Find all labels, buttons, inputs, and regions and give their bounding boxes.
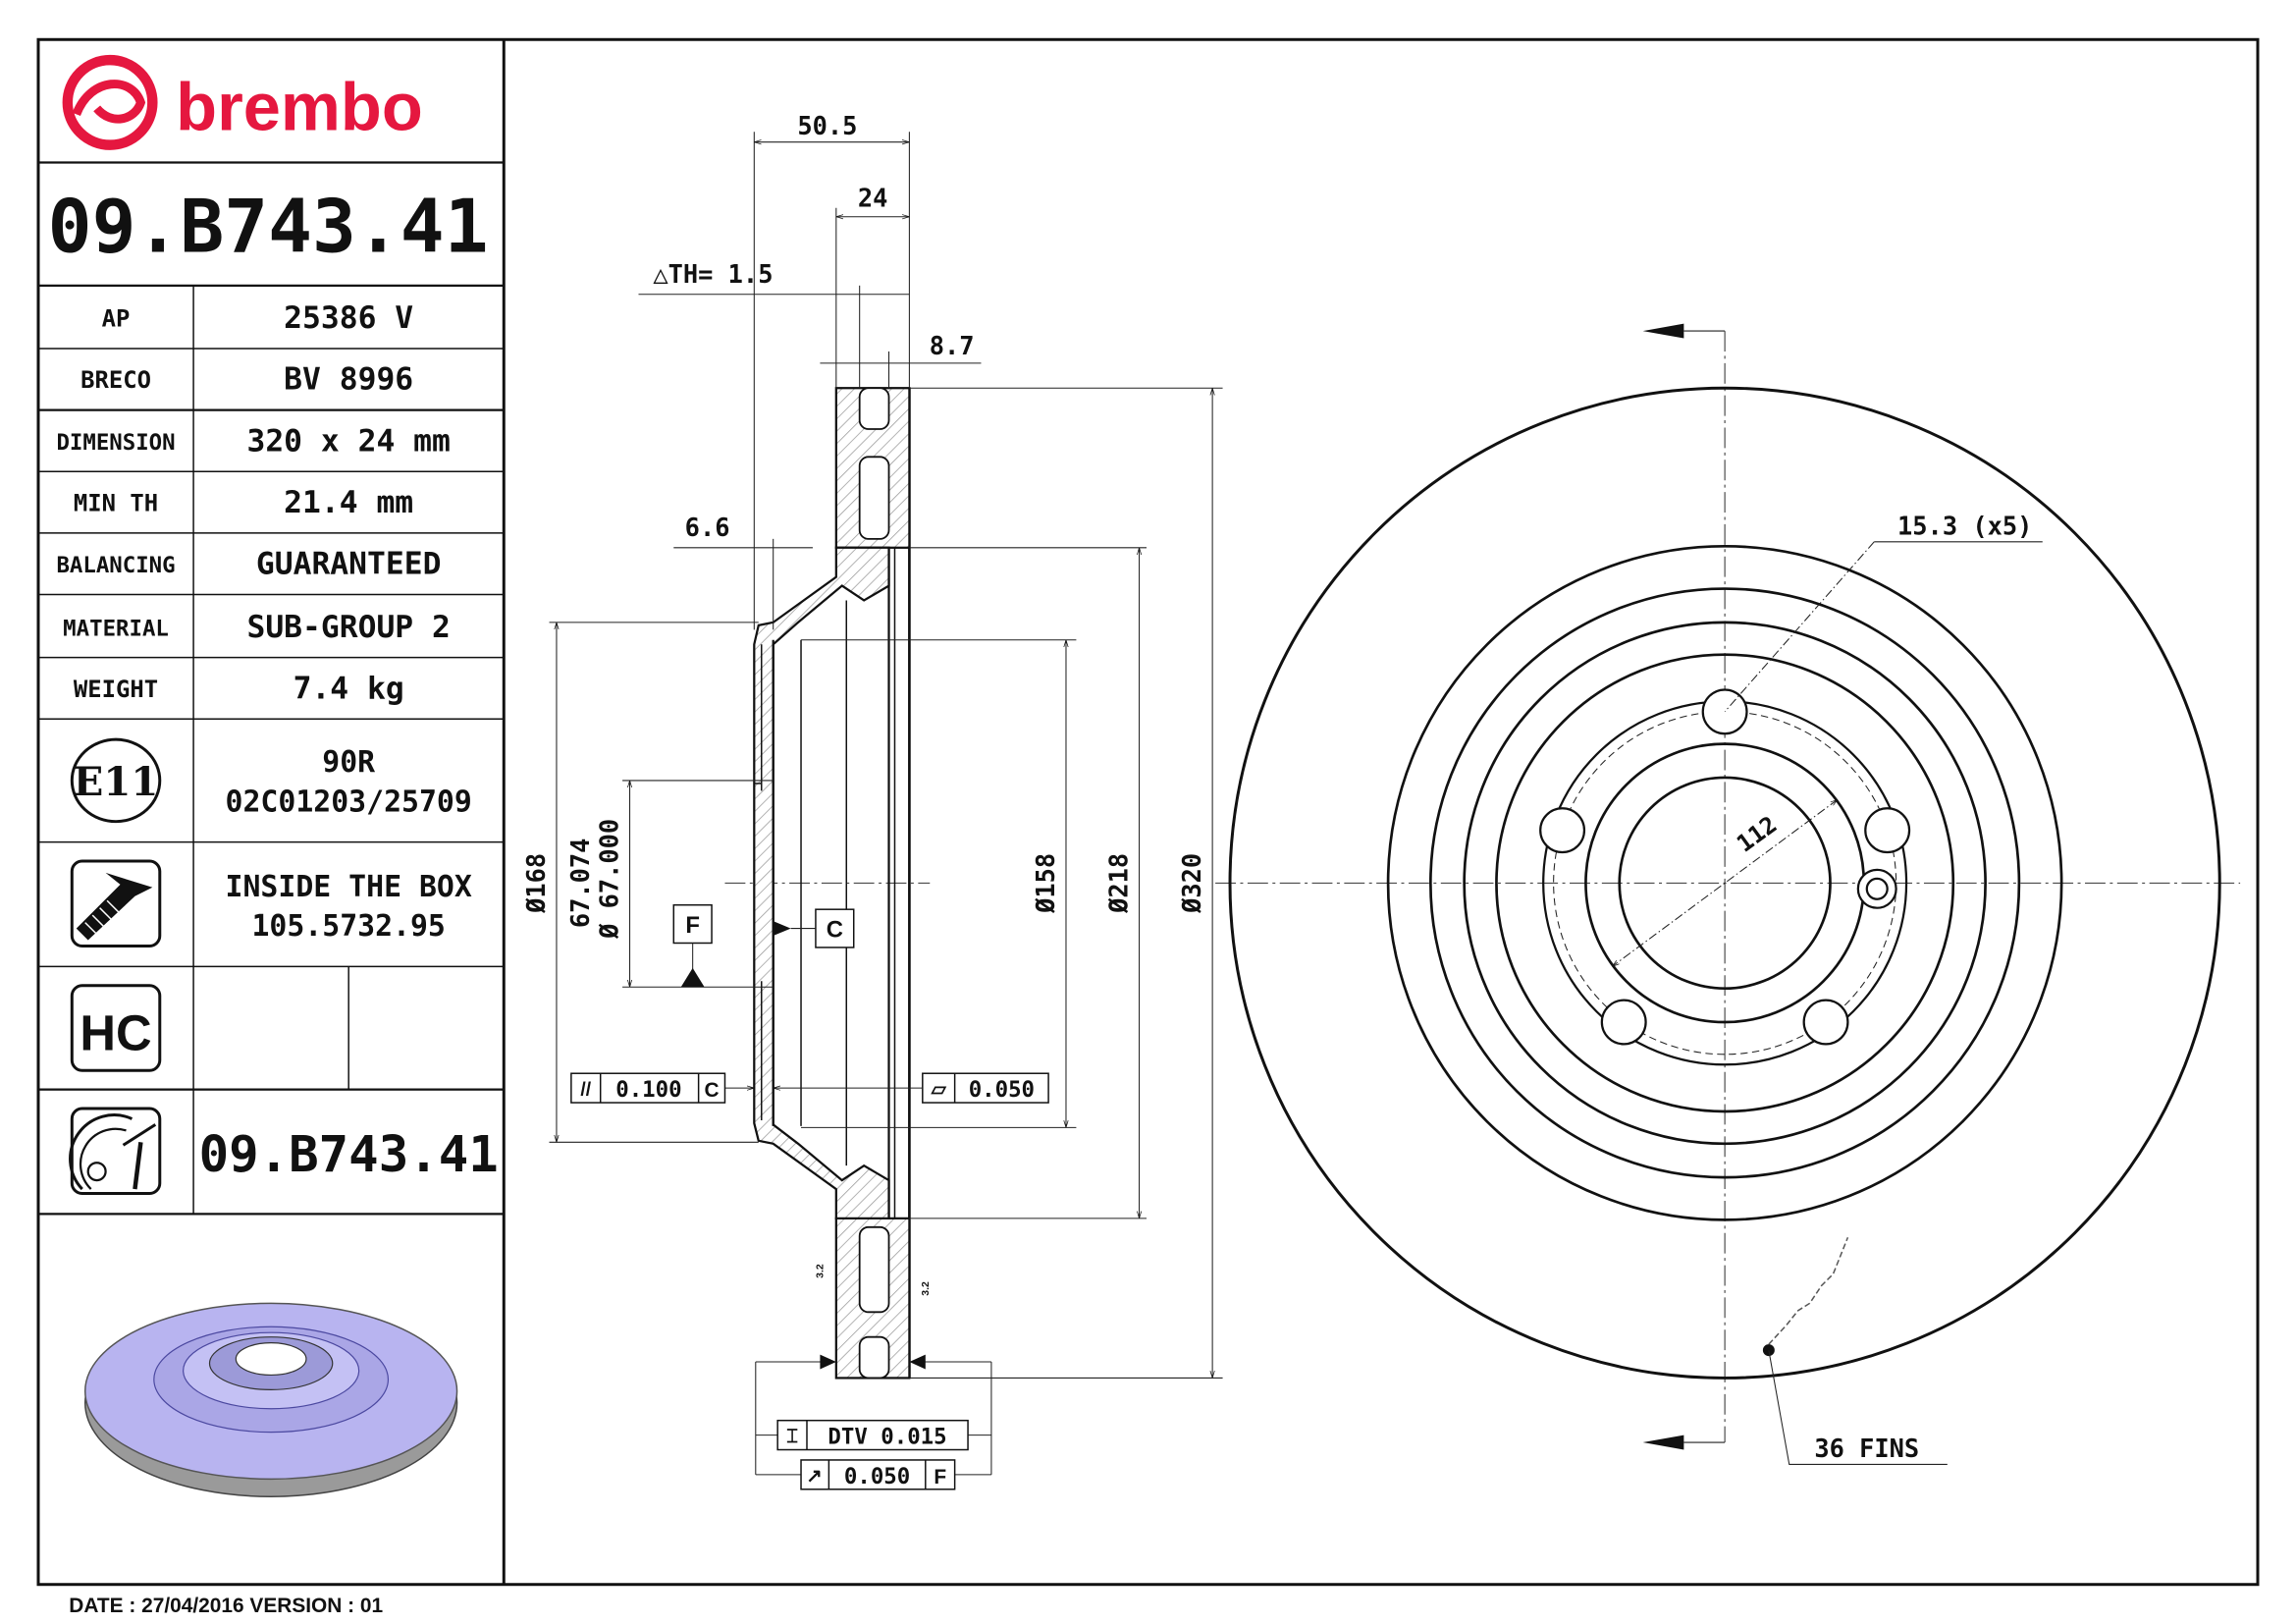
dia-158: Ø158 — [1031, 853, 1060, 914]
face-view: 15.3 (x5) 112 36 FINS — [1215, 323, 2241, 1465]
datum-c-box — [815, 908, 855, 948]
spec-label-material: MATERIAL — [63, 616, 169, 641]
roughness-right: 3.2 — [921, 1281, 932, 1296]
svg-text://: // — [580, 1079, 591, 1101]
approval-line2: 02C01203/25709 — [226, 785, 472, 819]
section-arrow-top — [1642, 323, 1684, 339]
svg-text:C: C — [705, 1079, 720, 1102]
roughness-left: 3.2 — [815, 1264, 826, 1278]
svg-text:0.050: 0.050 — [969, 1077, 1035, 1103]
inside-box-label: INSIDE THE BOX — [226, 870, 472, 904]
drawing-frame — [36, 37, 2260, 1587]
dim-50-5: 50.5 — [797, 111, 857, 140]
runout-frame: ↗ 0.050 F — [755, 1459, 991, 1490]
fins-label: 36 FINS — [1814, 1434, 1919, 1463]
e11-badge-text: E11 — [74, 759, 159, 805]
svg-text:F: F — [934, 1466, 946, 1489]
cross-section-view — [724, 387, 931, 1380]
bottom-part-number: 09.B743.41 — [199, 1125, 499, 1183]
svg-text:DTV 0.015: DTV 0.015 — [828, 1425, 946, 1450]
parallelism-frame: // 0.100 C — [570, 1072, 755, 1104]
svg-text:0.100: 0.100 — [615, 1077, 681, 1103]
dtv-frame: ⌶ DTV 0.015 — [755, 1419, 991, 1451]
svg-text:▱: ▱ — [931, 1079, 947, 1101]
spec-value-dimension: 320 x 24 mm — [246, 423, 450, 459]
spec-value-balancing: GUARANTEED — [256, 547, 442, 582]
spec-value-ap: 25386 V — [284, 300, 413, 336]
spec-label-ap: AP — [102, 305, 131, 333]
dia-168: Ø168 — [521, 853, 551, 914]
datum-f: F — [685, 912, 700, 939]
spec-label-dimension: DIMENSION — [56, 430, 175, 456]
spec-label-min-th: MIN TH — [74, 490, 158, 517]
footer-date-version: DATE : 27/04/2016 VERSION : 01 — [69, 1595, 383, 1617]
e11-approval-icon: E11 — [70, 737, 162, 824]
dia-67-074: 67.074 — [565, 839, 595, 929]
hc-badge-text: HC — [80, 1004, 151, 1060]
part-number: 09.B743.41 — [48, 185, 489, 270]
datum-c: C — [827, 917, 843, 944]
section-arrow-bottom — [1642, 1435, 1684, 1450]
dia-67-000: Ø 67.000 — [595, 819, 624, 940]
dim-24: 24 — [858, 183, 888, 212]
dim-6-6: 6.6 — [685, 513, 730, 542]
disc-3d-render — [83, 1302, 458, 1497]
brand-logo-text: brembo — [176, 70, 423, 145]
hc-coating-icon: HC — [70, 984, 162, 1072]
dia-218: Ø218 — [1104, 853, 1134, 914]
spec-label-weight: WEIGHT — [74, 676, 158, 703]
dia-320: Ø320 — [1177, 853, 1206, 914]
bolt-holes — [1539, 688, 1911, 1046]
spec-value-material: SUB-GROUP 2 — [246, 610, 450, 645]
pcd-label: 112 — [1732, 811, 1782, 858]
svg-text:⌶: ⌶ — [786, 1426, 798, 1447]
spec-value-breco: BV 8996 — [284, 362, 413, 398]
inside-box-part-number: 105.5732.95 — [251, 909, 445, 944]
brembo-logo: brembo — [62, 54, 423, 150]
fin-outline — [1768, 1236, 1849, 1345]
approval-line1: 90R — [322, 745, 375, 780]
spec-table-grid — [37, 161, 505, 1216]
svg-text:0.050: 0.050 — [844, 1464, 910, 1489]
spec-label-breco: BRECO — [80, 366, 151, 394]
brake-disc-icon — [69, 1107, 162, 1196]
bolt-hole-label: 15.3 (x5) — [1897, 511, 2032, 540]
spec-value-weight: 7.4 kg — [294, 671, 404, 706]
spec-label-balancing: BALANCING — [56, 553, 175, 578]
flatness-frame: ▱ 0.050 — [773, 1072, 1049, 1104]
section-dimensions: 50.5 24 △TH= 1.5 8.7 6.6 Ø168 67.074 Ø 6… — [521, 111, 1223, 1490]
screw-icon — [70, 859, 162, 947]
dim-8-7: 8.7 — [930, 331, 975, 360]
delta-th-label: △TH= 1.5 — [653, 259, 773, 289]
svg-text:↗: ↗ — [806, 1465, 822, 1487]
spec-value-min-th: 21.4 mm — [284, 485, 413, 520]
